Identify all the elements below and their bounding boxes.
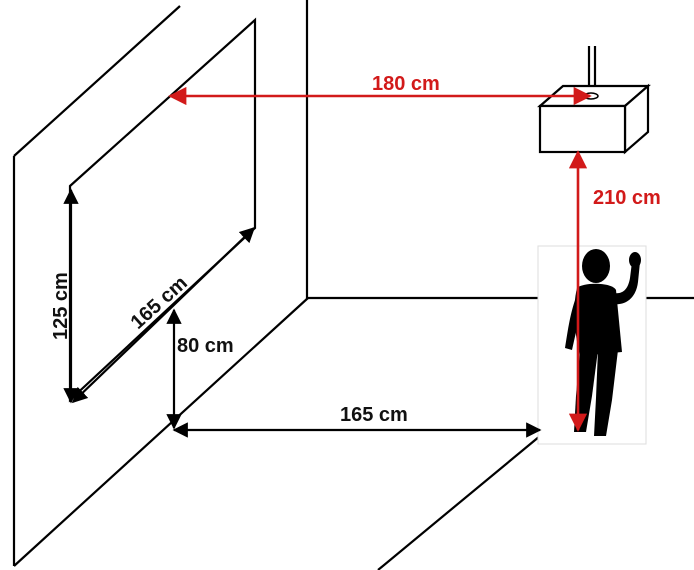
projector-height-label: 210 cm <box>593 187 661 209</box>
person-silhouette <box>537 245 647 445</box>
black-dimensions <box>63 188 542 438</box>
screen-height-label: 125 cm <box>50 272 72 340</box>
projector-front-face <box>538 104 627 154</box>
projector-distance-label: 180 cm <box>372 73 440 95</box>
floor-front-edge <box>377 435 541 570</box>
person-right-leg <box>594 350 618 436</box>
projector <box>537 46 651 155</box>
left-wall-floor-edge <box>13 297 309 567</box>
left-wall-top-edge <box>13 5 181 157</box>
person-distance-label: 165 cm <box>340 404 408 426</box>
screen-width-arrow <box>71 226 256 404</box>
screen-elevation-label: 80 cm <box>177 335 234 357</box>
person-head <box>582 249 610 283</box>
person-raised-arm <box>610 262 640 305</box>
screen-width-label: 165 cm <box>127 272 192 334</box>
room-outline <box>12 0 694 570</box>
red-dimensions <box>168 86 592 432</box>
